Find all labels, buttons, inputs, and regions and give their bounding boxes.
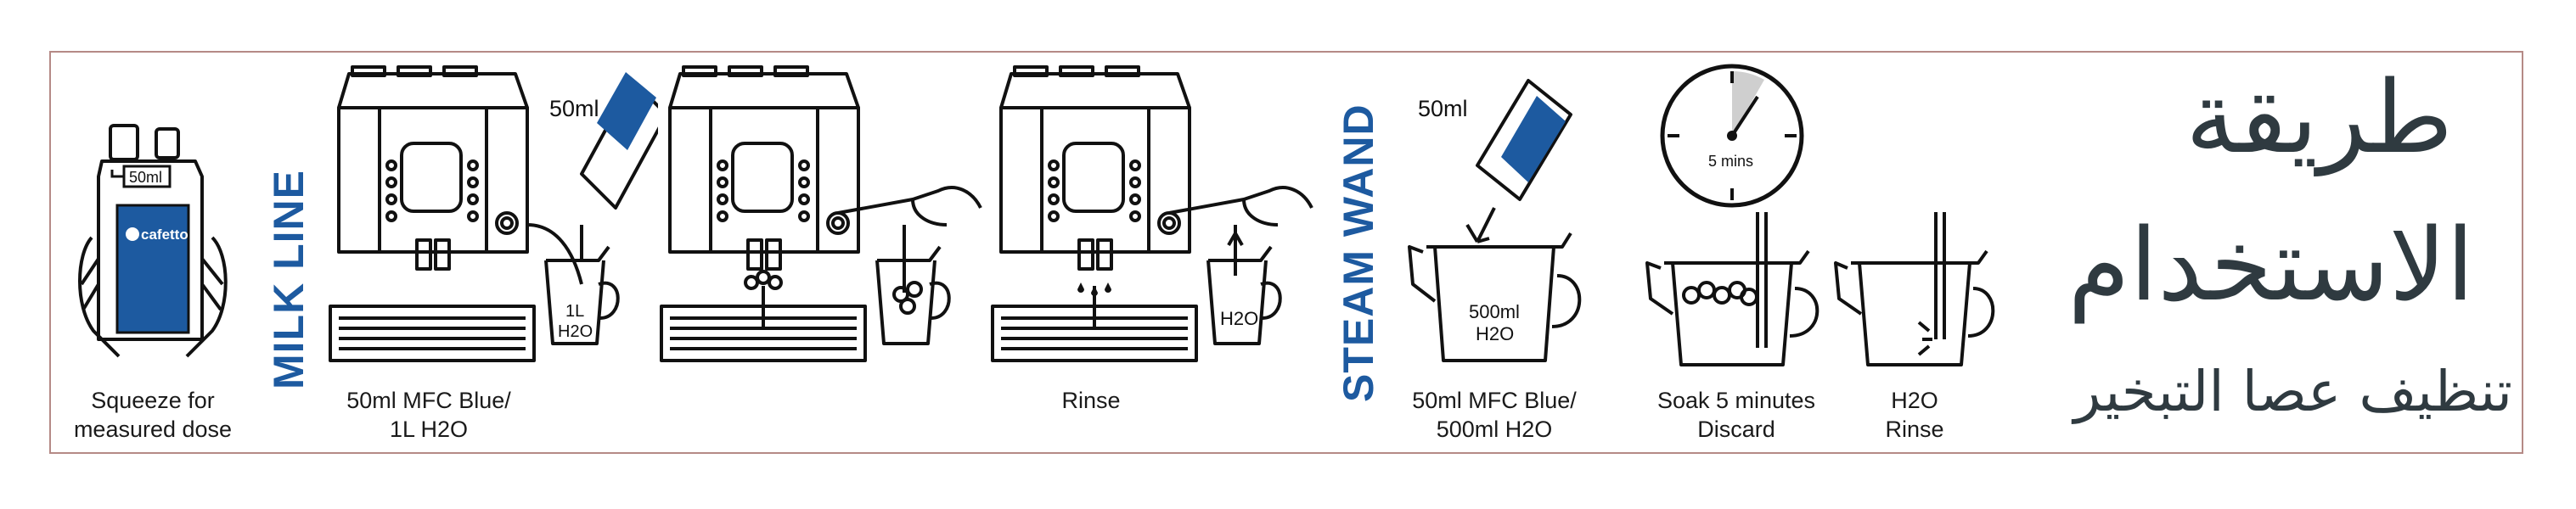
milk-mix-caption: 50ml MFC Blue/ 1L H2O: [327, 386, 531, 444]
dose-1-label: 50ml: [549, 96, 599, 121]
steam-wand-label: STEAM WAND: [1335, 103, 1382, 402]
milk-mix-caption-line2: 1L H2O: [389, 417, 469, 442]
milk-line-rinse-illustration: H2O: [991, 65, 1313, 362]
milk-line-clean-illustration: [660, 65, 982, 362]
steam-mix-caption-line2: 500ml H2O: [1436, 417, 1553, 442]
water-rinse-illustration: [1834, 212, 1995, 366]
milk-mix-caption-line1: 50ml MFC Blue/: [346, 388, 511, 413]
milk-line-dose-illustration: 50ml 1L H2O: [329, 65, 658, 362]
jug-water-label: H2O: [1220, 308, 1258, 329]
instruction-panel: [49, 51, 2523, 454]
jug-1l-line1: 1L: [565, 302, 584, 321]
squeeze-caption-line2: measured dose: [73, 417, 233, 442]
title-line2: الاستخدام: [2067, 206, 2474, 323]
jug-500-line1: 500ml: [1469, 301, 1520, 322]
squeeze-caption: Squeeze for measured dose: [59, 386, 246, 444]
jug-1l-line2: H2O: [558, 322, 593, 341]
timer-icon: [1660, 64, 1804, 208]
title-subtitle: تنظيف عصا التبخير: [2073, 359, 2512, 424]
milk-line-label: MILK LINE: [265, 170, 312, 389]
steam-mix-caption: 50ml MFC Blue/ 500ml H2O: [1397, 386, 1592, 444]
water-rinse-caption: H2O Rinse: [1842, 386, 1987, 444]
soak-illustration: 5 mins: [1645, 64, 1820, 366]
squeeze-caption-line1: Squeeze for: [91, 388, 215, 413]
steam-mix-caption-line1: 50ml MFC Blue/: [1412, 388, 1577, 413]
steam-wand-dose-illustration: 50ml 500ml H2O: [1408, 79, 1582, 362]
water-rinse-caption-line2: Rinse: [1885, 417, 1944, 442]
soak-caption-line2: Discard: [1697, 417, 1775, 442]
jug-500-line2: H2O: [1476, 323, 1514, 344]
soak-caption-line1: Soak 5 minutes: [1656, 388, 1816, 413]
water-rinse-caption-line1: H2O: [1891, 388, 1938, 413]
soak-caption: Soak 5 minutes Discard: [1634, 386, 1838, 444]
dose-2-label: 50ml: [1418, 96, 1468, 121]
bottle-brand-label: cafetto: [141, 227, 188, 243]
rinse-caption: Rinse: [1061, 388, 1121, 413]
timer-label: 5 mins: [1708, 153, 1753, 170]
bottle-marker-label: 50ml: [129, 169, 162, 186]
title-line1: طريقة: [2185, 59, 2453, 176]
squeeze-bottle-illustration: cafetto 50ml: [78, 124, 228, 358]
